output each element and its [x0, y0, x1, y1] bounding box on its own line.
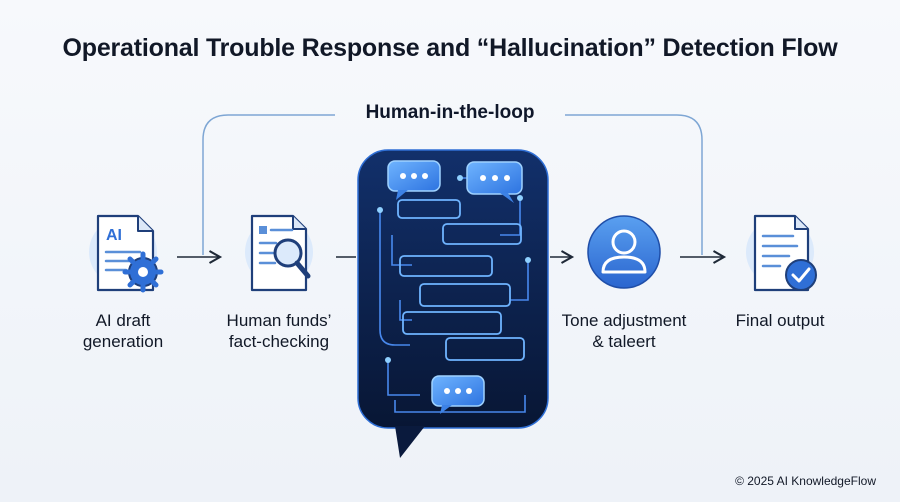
- step-label-line: & taleert: [592, 332, 656, 351]
- user-avatar-icon: [587, 215, 661, 289]
- chat-flow-panel: [357, 149, 549, 458]
- document-magnifier-icon: [245, 214, 313, 292]
- step-label-line: generation: [82, 332, 164, 351]
- copyright-text: © 2025 AI KnowledgeFlow: [735, 474, 876, 488]
- check-badge-icon: [785, 259, 817, 291]
- human-in-the-loop-label: Human-in-the-loop: [365, 102, 535, 123]
- human-loop-connector: [202, 114, 703, 255]
- chat-bubble-icon: [431, 375, 485, 414]
- step-label-line: AI draft: [95, 311, 151, 330]
- step-label-tone-adjustment: Tone adjustment & taleert: [549, 310, 699, 352]
- step-label-line: fact-checking: [228, 332, 330, 351]
- step-label-fact-checking: Human funds’ fact-checking: [204, 310, 354, 352]
- page-title: Operational Trouble Response and “Halluc…: [62, 34, 838, 62]
- step-label-line: Final output: [735, 311, 825, 330]
- step-label-line: Tone adjustment: [561, 311, 687, 330]
- step-label-ai-draft: AI draft generation: [58, 310, 188, 352]
- step-label-line: Human funds’: [226, 311, 332, 330]
- document-check-icon: [746, 214, 817, 292]
- gear-icon: [122, 251, 164, 293]
- ai-badge-text: AI: [106, 227, 122, 244]
- ai-document-gear-icon: AI: [89, 214, 164, 293]
- step-label-final-output: Final output: [715, 310, 845, 331]
- chat-bubble-icon: [387, 160, 441, 200]
- magnifier-icon: [273, 238, 311, 279]
- chat-bubble-icon: [466, 161, 523, 203]
